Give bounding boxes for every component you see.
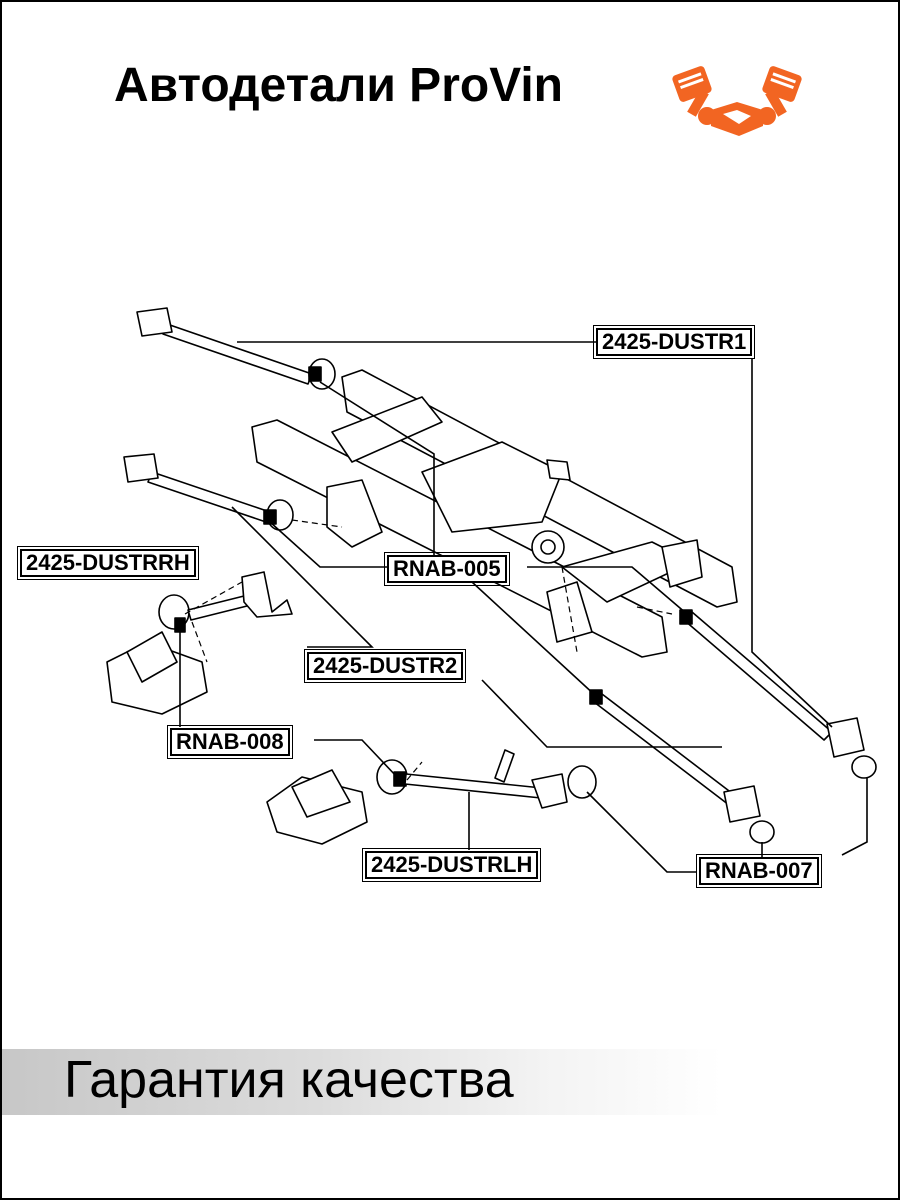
part-label-dustrlh: 2425-DUSTRLH [361,848,542,882]
lower-arm-dustr2 [147,471,271,523]
subframe-bracket-right [661,539,703,588]
footer-banner [2,1049,898,1115]
part-label-rnab008: RNAB-008 [167,725,293,759]
suspension-exploded-diagram [106,307,877,873]
brand-title: Автодетали ProVin [114,59,563,112]
subframe-crossmember-left [331,396,443,463]
upper-arm-dustr1-fork [136,307,173,337]
part-label-dustr2: 2425-DUSTR2 [303,649,467,683]
lateral-link-lower [593,693,738,806]
subframe-plate-left [326,479,383,548]
subframe-crossmember-center [421,441,563,533]
footer-slogan: Гарантия качества [64,1051,514,1109]
part-label-rnab005: RNAB-005 [384,552,510,586]
rear-link-lh [404,773,543,799]
upper-arm-dustr1 [162,323,313,385]
part-label-dustr1: 2425-DUSTR1 [592,325,756,359]
part-label-dustrrh: 2425-DUSTRRH [17,546,199,580]
lower-arm-dustr2-fork [123,453,159,483]
pistons-handshake-icon [672,66,802,136]
subframe-tab [546,459,571,481]
part-label-rnab007: RNAB-007 [696,854,822,888]
lateral-link-upper [683,611,833,741]
